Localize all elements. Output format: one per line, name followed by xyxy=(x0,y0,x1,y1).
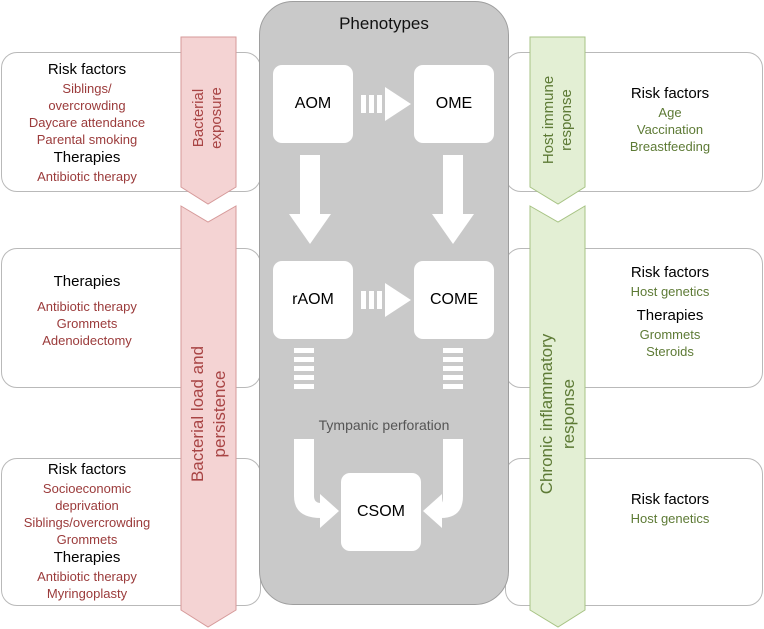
right-middle-heading-risk: Risk factors xyxy=(630,264,710,281)
phenotypes-title: Phenotypes xyxy=(339,14,429,33)
left-bottom-item: deprivation xyxy=(55,498,119,513)
left-bottom-item: Grommets xyxy=(56,532,118,547)
node-raom: rAOM xyxy=(273,261,353,339)
node-csom: CSOM xyxy=(341,473,421,551)
left-top-item: Daycare attendance xyxy=(28,115,146,130)
arrow-ome-come xyxy=(432,155,474,244)
chronic-inflammatory-arrow xyxy=(529,205,586,628)
bacterial-exposure-line1: Bacterial xyxy=(190,88,207,148)
chronic-inflammatory-line1: Chronic inflammatory xyxy=(537,333,556,495)
left-middle-text: Therapies Antibiotic therapy Grommets Ad… xyxy=(12,272,162,349)
bacterial-load-arrow xyxy=(180,205,237,628)
left-bottom-therapy-item: Myringoplasty xyxy=(46,586,128,601)
host-immune-line1: Host immune xyxy=(540,75,557,165)
left-bottom-therapy-item: Antibiotic therapy xyxy=(37,569,137,584)
arrow-raom-come xyxy=(361,283,411,317)
arrow-aom-ome xyxy=(361,87,411,121)
right-top-text: Risk factors Age Vaccination Breastfeedi… xyxy=(594,84,746,155)
right-bottom-item: Host genetics xyxy=(630,511,710,526)
left-bottom-heading-therapies: Therapies xyxy=(53,549,121,566)
right-middle-therapy-item: Steroids xyxy=(646,344,694,359)
bacterial-exposure-arrow xyxy=(180,36,237,205)
tympanic-perforation-label: Tympanic perforation xyxy=(318,417,450,433)
right-bottom-text: Risk factors Host genetics xyxy=(594,490,746,527)
bacterial-load-label: Bacterial load and persistence xyxy=(187,346,231,482)
host-immune-arrow xyxy=(529,36,586,205)
left-middle-item: Grommets xyxy=(56,316,118,331)
left-middle-heading-therapies: Therapies xyxy=(53,273,121,290)
right-middle-text: Risk factors Host genetics Therapies Gro… xyxy=(594,263,746,360)
left-top-item: Siblings/ xyxy=(62,81,112,96)
left-top-therapy-item: Antibiotic therapy xyxy=(37,169,137,184)
left-top-item: overcrowding xyxy=(48,98,126,113)
chronic-inflammatory-line2: response xyxy=(559,379,578,449)
host-immune-line2: response xyxy=(558,89,575,151)
right-top-item: Age xyxy=(658,105,682,120)
right-bottom-heading-risk: Risk factors xyxy=(630,491,710,508)
bacterial-exposure-line2: exposure xyxy=(208,87,225,149)
left-top-text: Risk factors Siblings/ overcrowding Dayc… xyxy=(12,60,162,185)
left-bottom-item: Siblings/overcrowding xyxy=(23,515,151,530)
bacterial-load-line2: persistence xyxy=(210,370,229,458)
chronic-inflammatory-label: Chronic inflammatory response xyxy=(536,334,580,495)
bacterial-load-line1: Bacterial load and xyxy=(188,345,207,483)
arrow-aom-raom xyxy=(289,155,331,244)
left-middle-item: Antibiotic therapy xyxy=(37,299,137,314)
left-middle-item: Adenoidectomy xyxy=(42,333,132,348)
right-top-item: Breastfeeding xyxy=(629,139,711,154)
arrow-raom-csom xyxy=(294,348,339,528)
left-top-heading-risk: Risk factors xyxy=(47,61,127,78)
left-top-heading-therapies: Therapies xyxy=(53,149,121,166)
right-middle-heading-therapies: Therapies xyxy=(636,307,704,324)
arrow-come-csom xyxy=(423,348,463,528)
left-bottom-heading-risk: Risk factors xyxy=(47,461,127,478)
left-bottom-item: Socioeconomic xyxy=(42,481,132,496)
bacterial-exposure-label: Bacterial exposure xyxy=(190,87,226,149)
right-middle-item: Host genetics xyxy=(630,284,710,299)
host-immune-label: Host immune response xyxy=(540,76,576,164)
right-top-heading-risk: Risk factors xyxy=(630,85,710,102)
node-ome: OME xyxy=(414,65,494,143)
right-middle-therapy-item: Grommets xyxy=(639,327,701,342)
left-bottom-text: Risk factors Socioeconomic deprivation S… xyxy=(12,460,162,602)
left-top-item: Parental smoking xyxy=(36,132,138,147)
node-aom: AOM xyxy=(273,65,353,143)
node-come: COME xyxy=(414,261,494,339)
right-top-item: Vaccination xyxy=(636,122,704,137)
